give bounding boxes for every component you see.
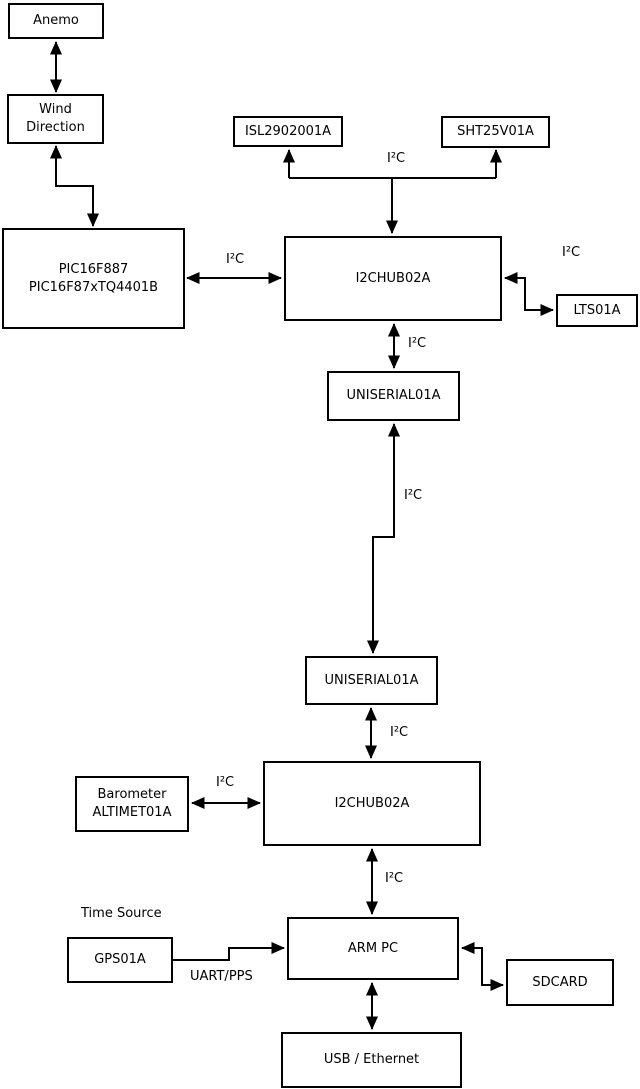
node-i2chub02a-1-label: I2CHUB02A	[355, 270, 431, 286]
node-sht25v01a: SHT25V01A	[441, 116, 550, 148]
node-isl2902001a-label: ISL2902001A	[244, 123, 332, 139]
label-i2c-pic-hub1: I²C	[226, 252, 245, 267]
node-usb-ethernet-label: USB / Ethernet	[323, 1052, 420, 1068]
label-i2c-hub2-armpc: I²C	[385, 871, 404, 886]
node-uniserial01a-1-label: UNISERIAL01A	[346, 388, 441, 404]
label-i2c-hub1-uniserial1: I²C	[408, 336, 427, 351]
node-gps01a: GPS01A	[67, 937, 173, 983]
node-i2chub02a-2: I2CHUB02A	[263, 761, 481, 846]
node-barometer-altimet01a: Barometer ALTIMET01A	[75, 776, 189, 832]
node-lts01a-label: LTS01A	[573, 302, 621, 318]
edge-armpc-sdcard	[461, 942, 504, 991]
node-uniserial01a-1: UNISERIAL01A	[327, 371, 460, 421]
node-i2chub02a-2-label: I2CHUB02A	[334, 795, 410, 811]
edge-gps-armpc	[173, 942, 285, 961]
edge-hub1-lts	[504, 272, 554, 316]
edge-uniserial1-uniserial2	[367, 423, 400, 654]
node-wind-direction: Wind Direction	[7, 94, 104, 144]
node-uniserial01a-2: UNISERIAL01A	[305, 656, 438, 705]
node-sdcard-label: SDCARD	[532, 974, 588, 990]
node-pic16f887-label: PIC16F887 PIC16F87xTQ4401B	[28, 261, 159, 295]
label-i2c-barometer-hub2: I²C	[216, 775, 235, 790]
node-pic16f887: PIC16F887 PIC16F87xTQ4401B	[2, 228, 185, 329]
node-i2chub02a-1: I2CHUB02A	[284, 236, 502, 321]
node-sht25v01a-label: SHT25V01A	[457, 124, 534, 140]
label-i2c-uniserial2-hub2: I²C	[390, 725, 409, 740]
label-i2c-uniserial-link: I²C	[404, 488, 423, 503]
node-arm-pc: ARM PC	[287, 917, 459, 980]
node-isl2902001a: ISL2902001A	[233, 116, 343, 147]
node-sdcard: SDCARD	[506, 959, 614, 1006]
label-i2c-sensors-branch: I²C	[387, 151, 406, 166]
node-usb-ethernet: USB / Ethernet	[281, 1032, 462, 1088]
node-uniserial01a-2-label: UNISERIAL01A	[324, 672, 419, 688]
node-anemo: Anemo	[8, 3, 104, 39]
node-wind-direction-label: Wind Direction	[26, 102, 85, 135]
label-uart-pps: UART/PPS	[190, 969, 253, 984]
node-arm-pc-label: ARM PC	[347, 940, 399, 956]
node-gps01a-label: GPS01A	[94, 952, 146, 968]
label-time-source: Time Source	[81, 906, 162, 921]
node-anemo-label: Anemo	[33, 13, 79, 29]
node-lts01a: LTS01A	[556, 294, 638, 327]
label-i2c-hub1-lts: I²C	[562, 245, 581, 260]
edge-winddirection-pic	[50, 145, 99, 227]
node-barometer-altimet01a-label: Barometer ALTIMET01A	[92, 787, 172, 820]
